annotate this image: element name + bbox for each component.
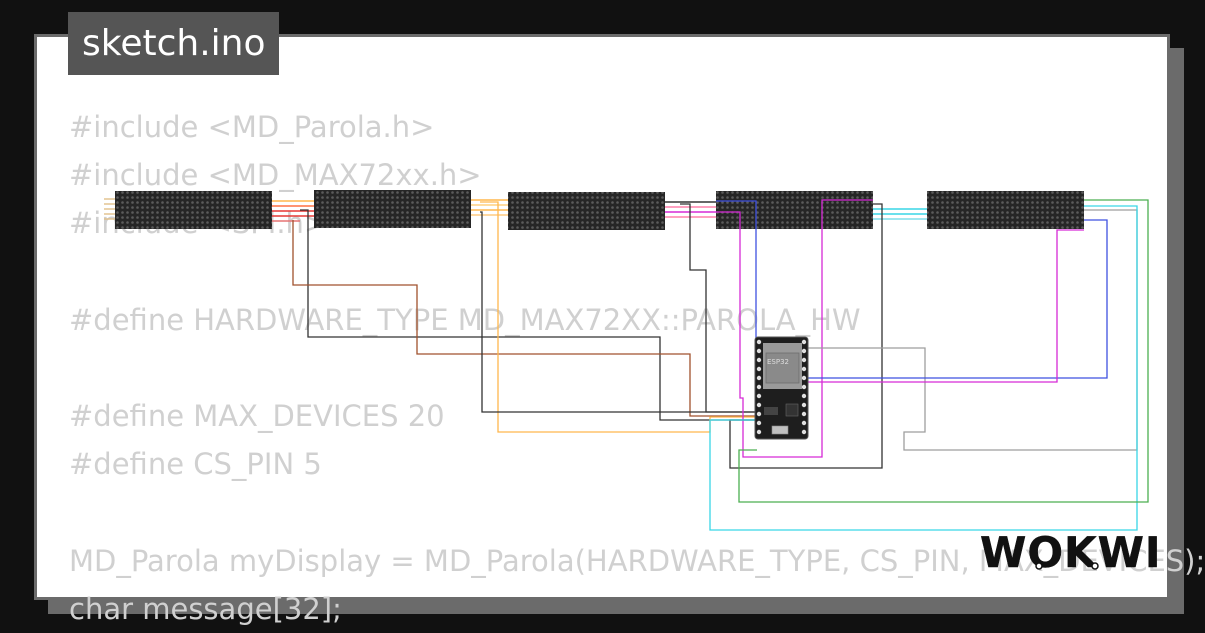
wire-orange-1 bbox=[480, 201, 760, 433]
code-line: #define HARDWARE_TYPE MD_MAX72XX::PAROLA… bbox=[69, 302, 861, 337]
wokwi-logo-text: WOKWI bbox=[980, 528, 1162, 577]
wire-blue-2 bbox=[808, 219, 1108, 379]
led-matrix-5[interactable] bbox=[927, 191, 1084, 229]
file-name-tab[interactable]: sketch.ino bbox=[68, 12, 280, 75]
led-matrix-1[interactable] bbox=[115, 191, 272, 229]
code-line: #include <MD_Parola.h> bbox=[69, 110, 435, 144]
led-matrix-4[interactable] bbox=[716, 191, 873, 229]
pin-header-stubs bbox=[104, 198, 927, 222]
code-listing: #include <MD_Parola.h> #include <MD_MAX7… bbox=[69, 103, 1205, 633]
code-line: #include <MD_MAX72xx.h> bbox=[69, 158, 482, 193]
code-line: #define MAX_DEVICES 20 bbox=[69, 399, 445, 434]
code-line: #define CS_PIN 5 bbox=[69, 447, 322, 482]
wire-brown-1 bbox=[292, 220, 760, 417]
logo-dot-right bbox=[1091, 562, 1099, 570]
wire-black-3 bbox=[680, 203, 757, 413]
code-line: char message[32]; bbox=[69, 591, 342, 626]
wire-cyan-1 bbox=[709, 205, 1138, 531]
wire-magenta-2 bbox=[808, 229, 1084, 383]
code-line: MD_Parola myDisplay = MD_Parola(HARDWARE… bbox=[69, 543, 1205, 578]
wire-green-1 bbox=[738, 199, 1149, 503]
led-matrix-3[interactable] bbox=[508, 192, 665, 230]
wire-black-1 bbox=[300, 209, 760, 421]
wire-magenta-1 bbox=[716, 199, 873, 458]
esp32-board[interactable]: ESP32 bbox=[754, 336, 809, 440]
led-matrix-2[interactable] bbox=[314, 190, 471, 228]
wires bbox=[292, 199, 1149, 531]
wokwi-logo: WOKWI bbox=[980, 528, 1162, 578]
logo-dot-left bbox=[1035, 562, 1043, 570]
wire-blue-1 bbox=[716, 200, 757, 415]
esp32-chip-label: ESP32 bbox=[767, 358, 789, 366]
preview-card: #include <MD_Parola.h> #include <MD_MAX7… bbox=[34, 34, 1205, 626]
wire-gray-1 bbox=[808, 209, 1138, 451]
esp32-pins bbox=[756, 339, 807, 435]
wire-black-2 bbox=[480, 211, 757, 413]
